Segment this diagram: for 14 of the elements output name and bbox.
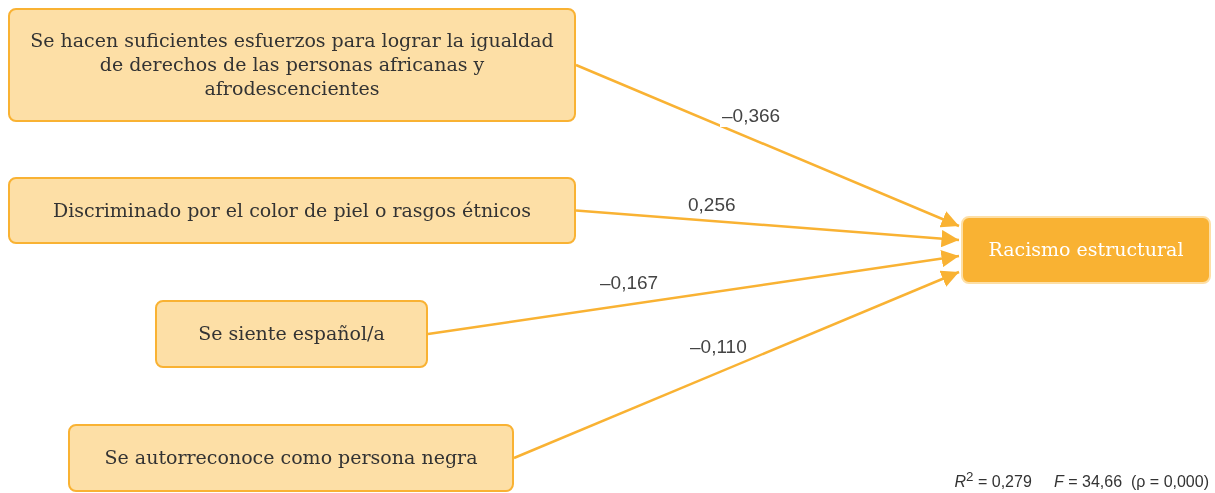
edge-label: 0,256 — [686, 195, 738, 216]
outcome-box: Racismo estructural — [961, 216, 1211, 284]
edge-label: –0,167 — [598, 273, 661, 294]
predictor-box: Se autorreconoce como persona negra — [68, 424, 514, 492]
predictor-box: Se hacen suficientes esfuerzos para lograr la igualdad de derechos de las personas africanas y afrodescencientes — [8, 8, 576, 122]
arrow — [575, 209, 960, 248]
arrow — [575, 63, 960, 228]
statistics-note: R$^{2}$ = 0,279 F = 34,66 (ρ = 0,000) — [954, 468, 1209, 491]
arrow — [513, 270, 960, 460]
edge-label: –0,366 — [720, 106, 783, 127]
arrow — [427, 249, 960, 336]
predictor-box: Se siente español/a — [155, 300, 428, 368]
predictor-box: Discriminado por el color de piel o rasgos étnicos — [8, 177, 576, 244]
edge-label: –0,110 — [688, 337, 749, 358]
